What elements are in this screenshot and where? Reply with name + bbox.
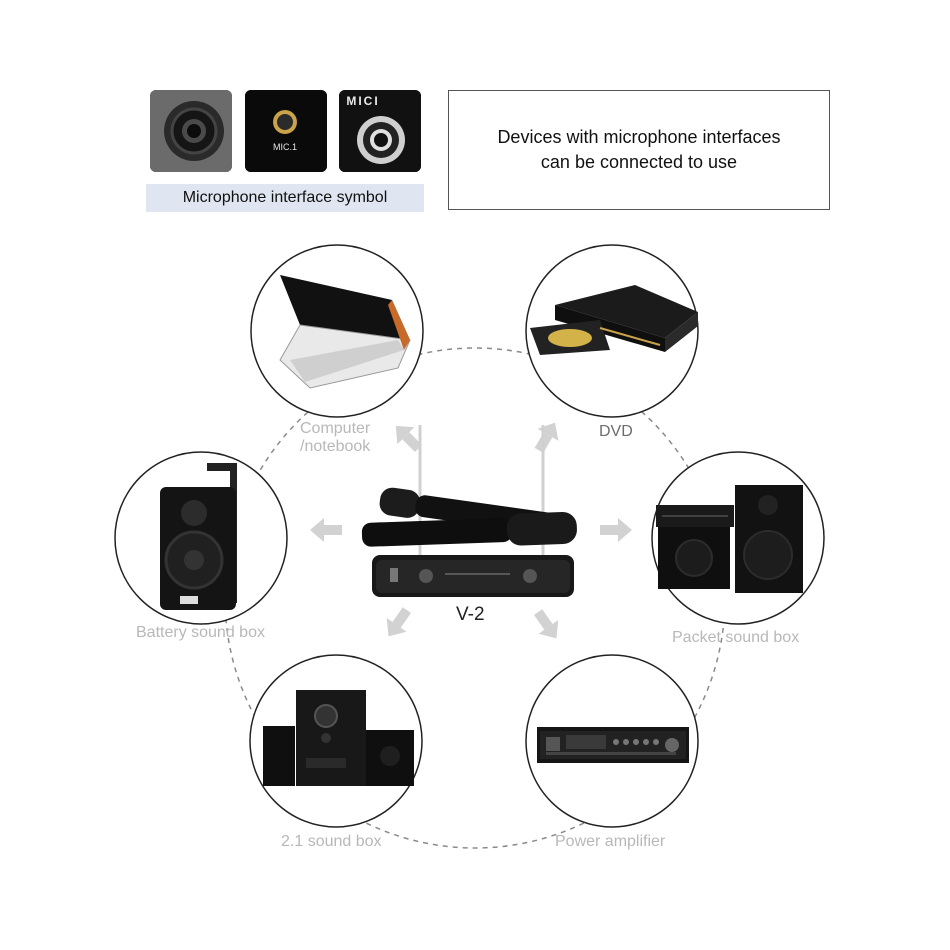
microphone-jack-icon: MIC.1 xyxy=(245,90,327,172)
wireless-microphone-receiver-icon xyxy=(361,425,577,597)
device-circle-battery-speaker xyxy=(114,451,288,625)
device-circle-computer xyxy=(250,244,424,418)
label-battery-sound-box: Battery sound box xyxy=(136,624,265,641)
microphone-jack-icon: MICI xyxy=(339,90,421,172)
arrow-to-battery-speaker-icon xyxy=(310,518,342,542)
label-computer-line2: /notebook xyxy=(300,438,371,455)
speaker-set-icon xyxy=(656,485,803,593)
label-dvd: DVD xyxy=(599,423,633,440)
device-circle-dvd xyxy=(525,244,699,418)
device-circle-2-1-speaker xyxy=(249,654,423,828)
device-circle-amplifier xyxy=(525,654,699,828)
mic-jack-thumbnail-3: MICI xyxy=(339,90,421,172)
label-packet-sound-box: Packet sound box xyxy=(672,629,800,646)
note-line-2: can be connected to use xyxy=(540,152,738,172)
compatibility-note: Devices with microphone interfaces can b… xyxy=(448,90,830,210)
laptop-icon xyxy=(279,275,411,389)
subwoofer-speaker-icon xyxy=(263,690,414,786)
label-power-amplifier: Power amplifier xyxy=(555,833,666,850)
mic-jack-thumbnail-1 xyxy=(150,90,232,172)
label-computer: Computer /notebook xyxy=(300,420,370,456)
mici-jack-label: MICI xyxy=(346,94,379,108)
arrow-to-2-1-speaker-icon xyxy=(386,607,411,637)
arrow-to-dvd-icon xyxy=(534,422,559,453)
device-circle-packet-speaker xyxy=(651,451,825,625)
label-2-1-sound-box: 2.1 sound box xyxy=(281,833,382,850)
portable-speaker-icon xyxy=(160,463,237,610)
arrow-to-packet-speaker-icon xyxy=(600,518,632,542)
arrow-to-computer-icon xyxy=(395,425,423,453)
interface-symbol-caption: Microphone interface symbol xyxy=(146,184,424,212)
arrow-to-amplifier-icon xyxy=(534,609,559,639)
note-line-1: Devices with microphone interfaces xyxy=(497,127,781,147)
label-computer-line1: Computer xyxy=(300,420,371,437)
microphone-jack-icon xyxy=(150,90,232,172)
model-label: V-2 xyxy=(456,604,485,625)
power-amplifier-icon xyxy=(537,727,689,763)
mic-jack-thumbnail-2: MIC.1 xyxy=(245,90,327,172)
mic1-jack-label: MIC.1 xyxy=(273,142,297,152)
dvd-player-icon xyxy=(530,285,698,355)
